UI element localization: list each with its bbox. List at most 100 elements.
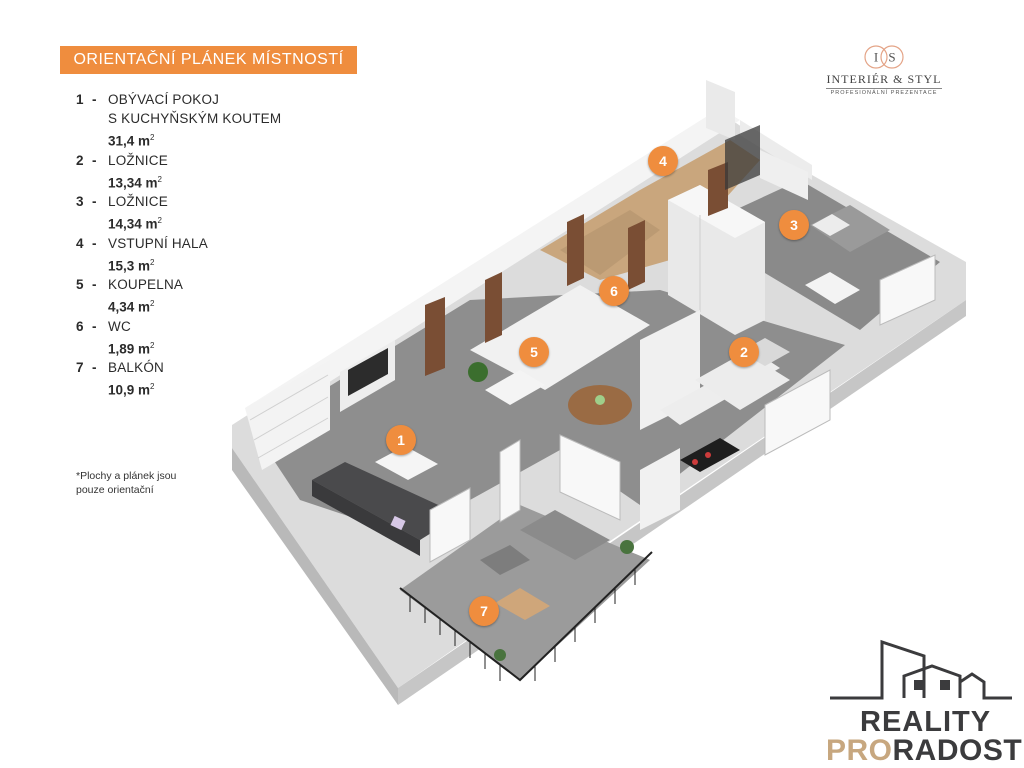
fridge (640, 448, 680, 530)
window (764, 369, 831, 456)
legend-separator: - (92, 360, 97, 375)
legend-room-name: VSTUPNÍ HALA (108, 235, 208, 251)
radost-wordmark: RADOST (892, 734, 1023, 767)
monogram-icon: I S (864, 45, 904, 69)
burner-icon (692, 459, 698, 465)
legend-room-name: OBÝVACÍ POKOJ (108, 92, 220, 107)
balcony-table-icon (495, 588, 550, 620)
disclaimer-note: *Plochy a plánek jsou pouze orientační (76, 469, 196, 497)
interier-brand-name: INTERIÉR & STYL (826, 72, 942, 86)
plant-icon (468, 362, 488, 382)
legend-room-name: BALKÓN (108, 360, 164, 375)
wardrobe-room3 (760, 150, 808, 200)
legend-number: 5 (76, 277, 84, 292)
room-marker-6: 6 (599, 276, 629, 306)
note-line: *Plochy a plánek jsou (76, 470, 177, 482)
legend-item: 7 - BALKÓN (76, 358, 281, 377)
door (567, 214, 584, 286)
plant-icon (620, 540, 634, 554)
legend-number: 1 (76, 92, 84, 107)
room-marker-2: 2 (729, 337, 759, 367)
legend-area: 13,34 m2 (76, 170, 281, 193)
door (485, 272, 502, 343)
shelf-unit (725, 125, 760, 190)
legend-area: 10,9 m2 (76, 377, 281, 400)
legend-area-unit: 2 (150, 133, 155, 142)
legend-room-name-line2: S KUCHYŇSKÝM KOUTEM (108, 111, 282, 126)
legend-area: 14,34 m2 (76, 211, 281, 234)
chimney (706, 80, 735, 140)
desk-icon (485, 370, 545, 405)
page-title: ORIENTAČNÍ PLÁNEK MÍSTNOSTÍ (60, 46, 357, 74)
legend-area-unit: 2 (150, 257, 155, 267)
legend-area: 31,4 m2 (76, 128, 281, 151)
bookshelf (245, 360, 330, 470)
legend-separator: - (92, 277, 97, 292)
legend-area-unit: 2 (157, 216, 162, 225)
legend-number: 7 (76, 360, 84, 375)
door (628, 220, 645, 290)
balcony-sofa-icon (520, 510, 610, 560)
legend-area: 4,34 m2 (76, 294, 281, 317)
railing (399, 551, 653, 682)
legend-area-unit: 2 (157, 174, 162, 184)
reality-proradost-logo: REALITY PRORADOST (822, 628, 1022, 767)
legend-area-value: 1,89 m (108, 341, 151, 356)
legend-area-value: 10,9 m (108, 382, 151, 398)
legend-room-name: LOŽNICE (108, 152, 168, 168)
legend-room-name: WC (108, 318, 131, 334)
legend-area-unit: 2 (150, 299, 155, 308)
legend-item: 2 - LOŽNICE (76, 151, 281, 170)
legend-area-value: 13,34 m (108, 175, 158, 190)
bed-icon (695, 352, 790, 410)
legend-area: 1,89 m2 (76, 336, 281, 359)
legend-number: 4 (76, 235, 84, 251)
railing-bars (409, 569, 636, 681)
tv-icon (348, 348, 388, 396)
pro-wordmark: PRO (826, 734, 893, 767)
reality-wordmark: REALITY (860, 706, 992, 738)
legend-area-value: 31,4 m (108, 133, 151, 149)
desk-icon (805, 272, 860, 304)
coffee-table-icon (375, 446, 438, 480)
legend-item: 3 - LOŽNICE (76, 192, 281, 211)
burner-icon (705, 452, 711, 458)
legend-item: 5 - KOUPELNA (76, 275, 281, 294)
proradost-wordmark: PRORADOST (826, 734, 1022, 768)
flowers-icon (595, 395, 605, 405)
legend-item: 6 - WC (76, 317, 281, 336)
back-wall (245, 108, 740, 425)
legend-room-name: KOUPELNA (108, 277, 184, 292)
legend-area-value: 14,34 m (108, 216, 158, 232)
armchair-icon (480, 545, 530, 575)
bathroom-walls (470, 285, 650, 390)
sofa-icon (312, 462, 460, 540)
interier-styl-logo: I S INTERIÉR & STYL PROFESIONÁLNÍ PREZEN… (826, 44, 942, 96)
room-marker-4: 4 (648, 146, 678, 176)
monogram-letter-i: I (874, 50, 878, 65)
slab-edge (232, 448, 398, 705)
legend-item: 4 - VSTUPNÍ HALA (76, 234, 281, 253)
pillow (812, 214, 850, 236)
legend-number: 6 (76, 318, 84, 334)
room-marker-3: 3 (779, 210, 809, 240)
interier-tagline: PROFESIONÁLNÍ PREZENTACE (826, 88, 942, 96)
plant-icon (494, 649, 506, 661)
room-legend: 1 - OBÝVACÍ POKOJ S KUCHYŇSKÝM KOUTEM 31… (76, 90, 281, 400)
legend-separator: - (92, 318, 97, 334)
window (879, 254, 936, 326)
room-marker-1: 1 (386, 425, 416, 455)
window (499, 439, 521, 523)
legend-number: 3 (76, 194, 84, 209)
legend-area-value: 4,34 m (108, 299, 151, 315)
legend-area-value: 15,3 m (108, 258, 151, 273)
legend-separator: - (92, 152, 97, 168)
monogram-letter-s: S (888, 50, 895, 65)
door (425, 297, 445, 376)
window (559, 434, 621, 521)
legend-number: 2 (76, 152, 84, 168)
shelf-line (257, 417, 329, 459)
legend-room-name: LOŽNICE (108, 194, 168, 209)
shelf-line (253, 396, 329, 441)
sofa-front (312, 480, 420, 556)
